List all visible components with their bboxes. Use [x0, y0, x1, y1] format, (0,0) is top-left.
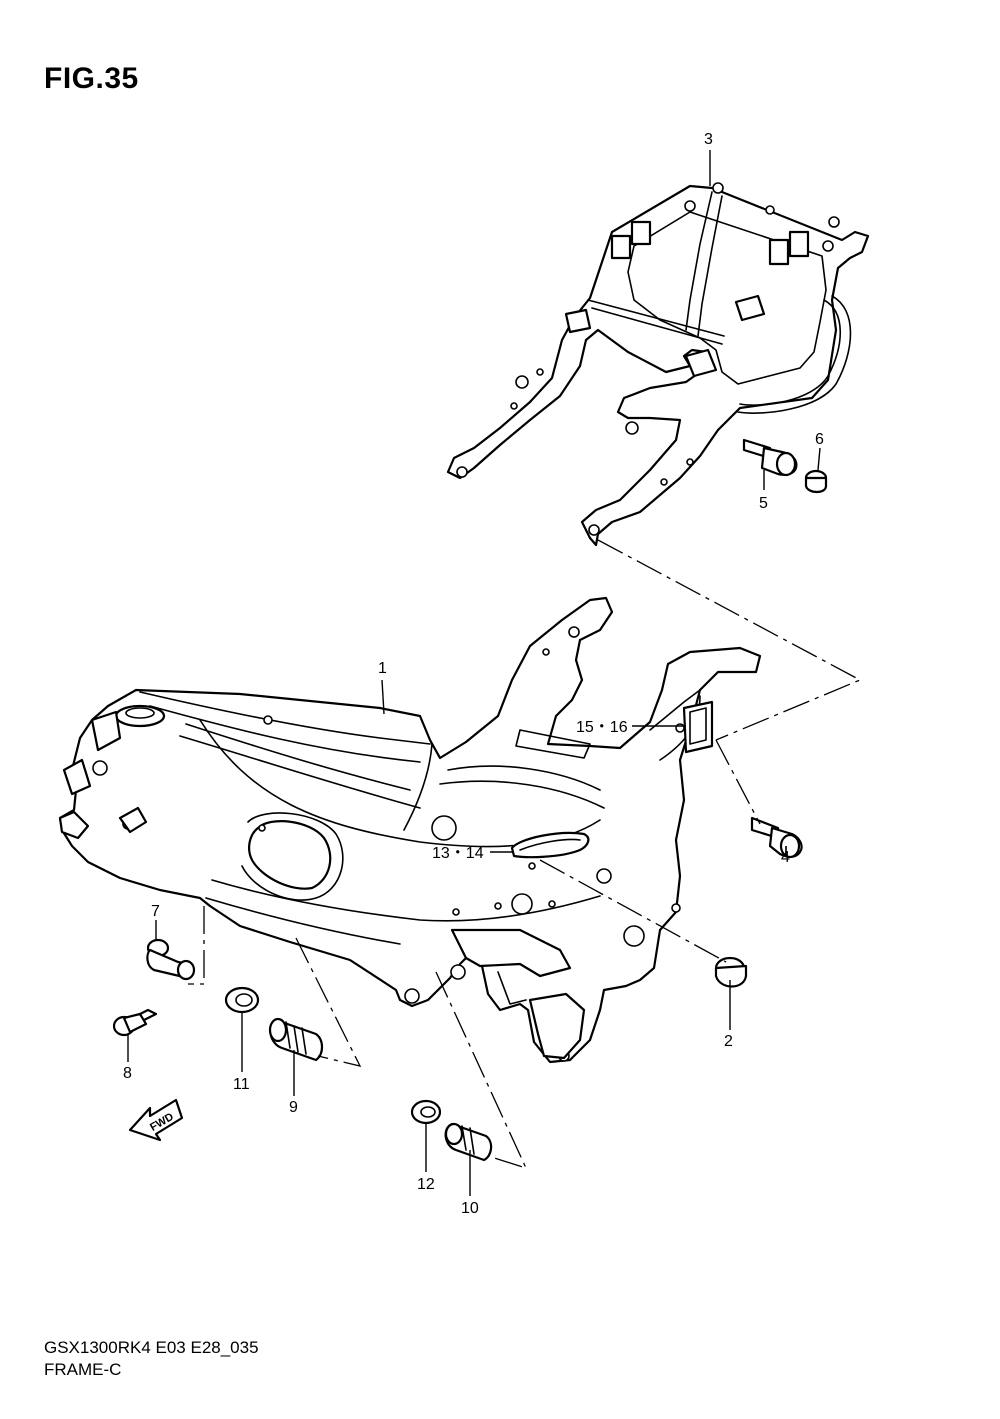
bolt-8-drawing[interactable]: [112, 1008, 158, 1037]
callout-7: 7: [151, 903, 160, 920]
callout-12: 12: [417, 1176, 435, 1193]
callout-11: 11: [233, 1076, 250, 1093]
seat-rail-drawing[interactable]: [446, 182, 870, 547]
model-code: GSX1300RK4 E03 E28_035: [44, 1338, 259, 1357]
figure-name: FRAME-C: [44, 1360, 122, 1379]
callout-4: 4: [781, 849, 790, 866]
callout-labels: 3 6 5 1 15・16 13・14 4 7 2 8 11 9 12 10: [123, 131, 824, 1217]
fwd-arrow-icon: FWD: [128, 1098, 184, 1142]
callout-6: 6: [815, 431, 824, 448]
plug-cap-2-drawing[interactable]: [714, 956, 748, 988]
bolt-5-drawing[interactable]: [742, 438, 798, 477]
callout-15-16: 15・16: [576, 719, 628, 736]
cap-6-drawing[interactable]: [804, 469, 828, 494]
callout-3: 3: [704, 131, 713, 148]
callout-1: 1: [378, 660, 387, 677]
spacer-7-drawing[interactable]: [146, 938, 196, 981]
callout-2: 2: [724, 1033, 733, 1050]
leader-lines: [127, 150, 821, 1196]
figure-title: FIG.35: [44, 62, 139, 95]
callout-5: 5: [759, 495, 768, 512]
callout-8: 8: [123, 1065, 132, 1082]
reflector-plate-drawing[interactable]: [510, 831, 590, 859]
assembly-lines: [188, 539, 862, 1170]
bushing-10-drawing[interactable]: [444, 1122, 493, 1162]
label-plate-drawing[interactable]: [682, 700, 714, 754]
callout-13-14: 13・14: [432, 845, 484, 862]
nut-11-drawing[interactable]: [224, 986, 260, 1014]
bushing-9-drawing[interactable]: [268, 1017, 324, 1062]
nut-12-drawing[interactable]: [410, 1099, 442, 1125]
callout-9: 9: [289, 1099, 298, 1116]
main-frame-drawing[interactable]: [58, 596, 762, 1064]
callout-10: 10: [461, 1200, 479, 1217]
